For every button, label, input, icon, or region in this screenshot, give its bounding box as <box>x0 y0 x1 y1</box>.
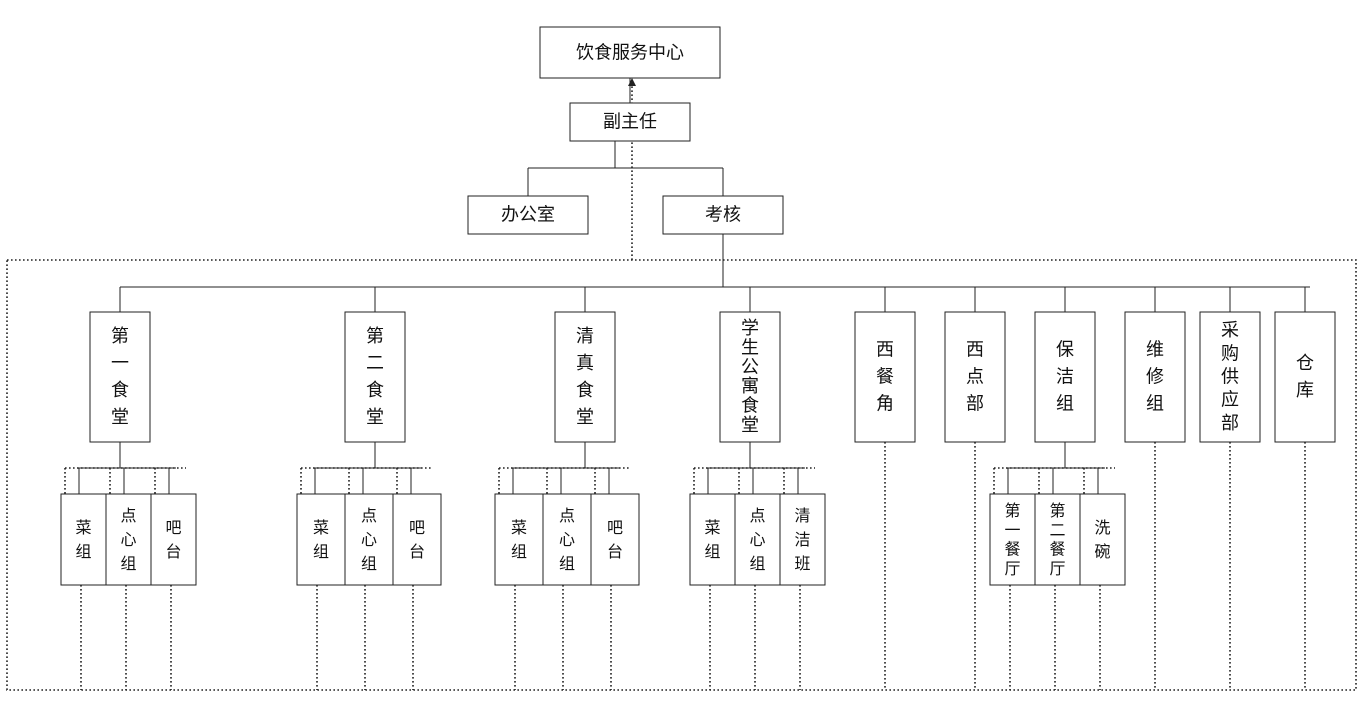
sub-box-cai[interactable] <box>494 493 544 586</box>
sub-box-dianxin[interactable] <box>105 493 152 586</box>
arrow-head-icon <box>628 78 636 86</box>
dept-label-western-corner: 西餐角 <box>876 340 894 415</box>
sub-box-qingjie[interactable] <box>779 493 826 586</box>
sub-label-ba: 吧台 <box>165 518 181 561</box>
dept-label-warehouse: 仓库 <box>1296 353 1314 401</box>
sub-label-dish: 洗碗 <box>1094 518 1110 561</box>
dept-label-maintenance: 维修组 <box>1146 340 1164 415</box>
sub-box-ba[interactable] <box>150 493 197 586</box>
sub-label-ba: 吧台 <box>607 518 623 561</box>
dept-label-cleaning: 保洁组 <box>1056 340 1074 415</box>
sub-label-dianxin: 点心组 <box>361 506 377 573</box>
sub-label-hall2: 第二餐厅 <box>1049 501 1065 578</box>
sub-label-qingjie: 清洁班 <box>794 506 810 573</box>
sub-box-dianxin[interactable] <box>542 493 592 586</box>
sub-label-cai: 菜组 <box>704 518 720 561</box>
dept-label-student-apt: 学生公寓食堂 <box>741 318 759 436</box>
sub-box-dish[interactable] <box>1079 493 1126 586</box>
dept-box-purchase[interactable] <box>1199 311 1261 443</box>
sub-label-cai: 菜组 <box>511 518 527 561</box>
dept-box-canteen2[interactable] <box>344 311 406 443</box>
assess-label: 考核 <box>705 205 741 226</box>
dept-box-student-apt[interactable] <box>719 311 781 443</box>
dept-label-pastry: 西点部 <box>966 340 984 415</box>
sub-label-cai: 菜组 <box>313 518 329 561</box>
sub-box-cai[interactable] <box>60 493 107 586</box>
sub-label-cai: 菜组 <box>75 518 91 561</box>
sub-box-dianxin[interactable] <box>734 493 781 586</box>
dept-label-halal: 清真食堂 <box>576 326 594 428</box>
sub-box-ba[interactable] <box>392 493 442 586</box>
sub-box-cai[interactable] <box>689 493 736 586</box>
sub-box-ba[interactable] <box>590 493 640 586</box>
dept-box-western-corner[interactable] <box>854 311 916 443</box>
sub-box-dianxin[interactable] <box>344 493 394 586</box>
dept-label-purchase: 采购供应部 <box>1221 320 1239 434</box>
sub-box-hall2[interactable] <box>1034 493 1081 586</box>
dept-box-warehouse[interactable] <box>1274 311 1336 443</box>
deputy-box[interactable] <box>569 102 691 142</box>
assess-box[interactable] <box>662 195 784 235</box>
office-label: 办公室 <box>501 205 555 226</box>
dept-label-canteen1: 第一食堂 <box>111 326 129 428</box>
dept-box-pastry[interactable] <box>944 311 1006 443</box>
sub-box-cai[interactable] <box>296 493 346 586</box>
sub-label-hall1: 第一餐厅 <box>1004 501 1020 578</box>
dept-box-halal[interactable] <box>554 311 616 443</box>
center-label: 饮食服务中心 <box>576 43 684 64</box>
deputy-label: 副主任 <box>603 112 657 133</box>
dept-box-maintenance[interactable] <box>1124 311 1186 443</box>
office-box[interactable] <box>467 195 589 235</box>
dept-label-canteen2: 第二食堂 <box>366 326 384 428</box>
sub-label-dianxin: 点心组 <box>559 506 575 573</box>
sub-label-ba: 吧台 <box>409 518 425 561</box>
dotted-frame <box>6 259 1357 691</box>
sub-label-dianxin: 点心组 <box>749 506 765 573</box>
sub-box-hall1[interactable] <box>989 493 1036 586</box>
sub-label-dianxin: 点心组 <box>120 506 136 573</box>
